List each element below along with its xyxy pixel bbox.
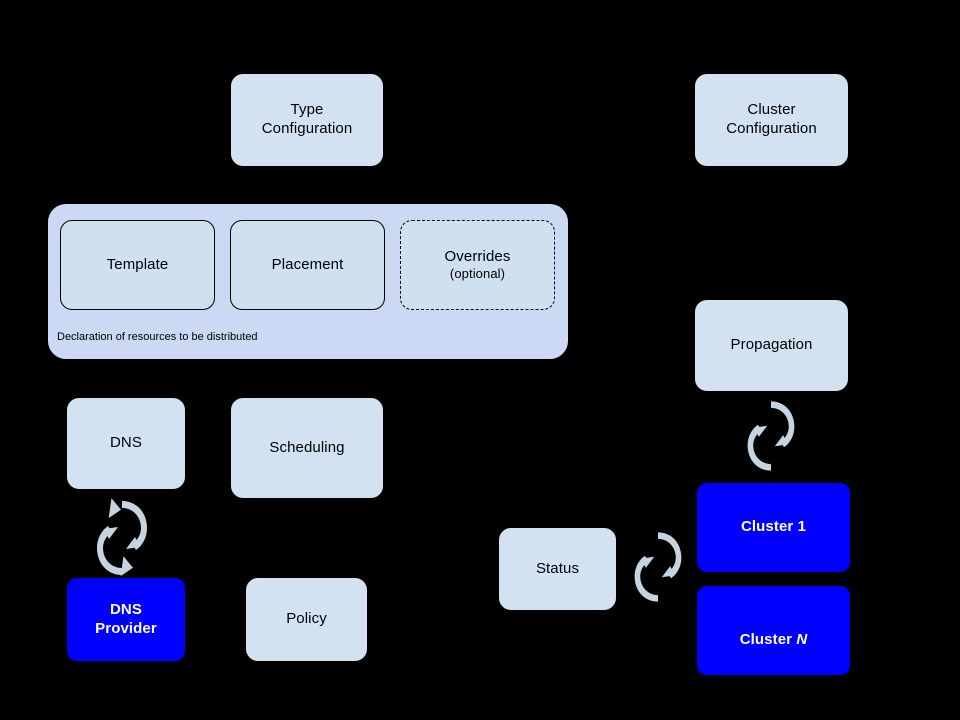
node-type-configuration-label: Type Configuration <box>261 101 353 137</box>
node-type-configuration[interactable]: Type Configuration <box>231 74 383 166</box>
node-placement-label: Placement <box>271 255 344 273</box>
node-status[interactable]: Status <box>499 528 616 610</box>
node-cluster-n-label-prefix: Cluster <box>739 630 797 648</box>
node-dns-provider[interactable]: DNS Provider <box>67 578 185 661</box>
node-cluster-configuration[interactable]: Cluster Configuration <box>695 74 848 166</box>
sync-icon-dns-to-dns-provider <box>97 498 147 577</box>
node-overrides-label: Overrides <box>444 247 511 265</box>
node-propagation[interactable]: Propagation <box>695 300 848 391</box>
node-overrides[interactable]: Overrides (optional) <box>400 220 555 310</box>
node-dns-label: DNS <box>110 434 142 452</box>
node-status-label: Status <box>535 559 580 577</box>
node-cluster-n-label-index: N <box>796 630 808 648</box>
node-placement[interactable]: Placement <box>230 220 385 310</box>
node-scheduling-label: Scheduling <box>269 438 345 456</box>
node-policy[interactable]: Policy <box>246 578 367 661</box>
node-template[interactable]: Template <box>60 220 215 310</box>
node-dns-provider-label: DNS Provider <box>95 600 157 637</box>
node-overrides-sublabel: (optional) <box>449 266 506 282</box>
node-cluster-n[interactable]: Cluster N <box>697 586 850 675</box>
sync-icon-status-to-cluster <box>634 532 682 602</box>
node-cluster-1[interactable]: Cluster 1 <box>697 483 850 572</box>
node-cluster-1-label: Cluster 1 <box>740 518 807 536</box>
declaration-panel-caption: Declaration of resources to be distribut… <box>57 331 258 343</box>
node-template-label: Template <box>106 255 169 273</box>
node-propagation-label: Propagation <box>730 336 813 354</box>
node-dns[interactable]: DNS <box>67 398 185 489</box>
sync-icon-propagation-to-cluster <box>747 401 795 471</box>
node-cluster-configuration-label: Cluster Configuration <box>726 101 817 137</box>
node-scheduling[interactable]: Scheduling <box>231 398 383 498</box>
node-policy-label: Policy <box>286 610 327 628</box>
